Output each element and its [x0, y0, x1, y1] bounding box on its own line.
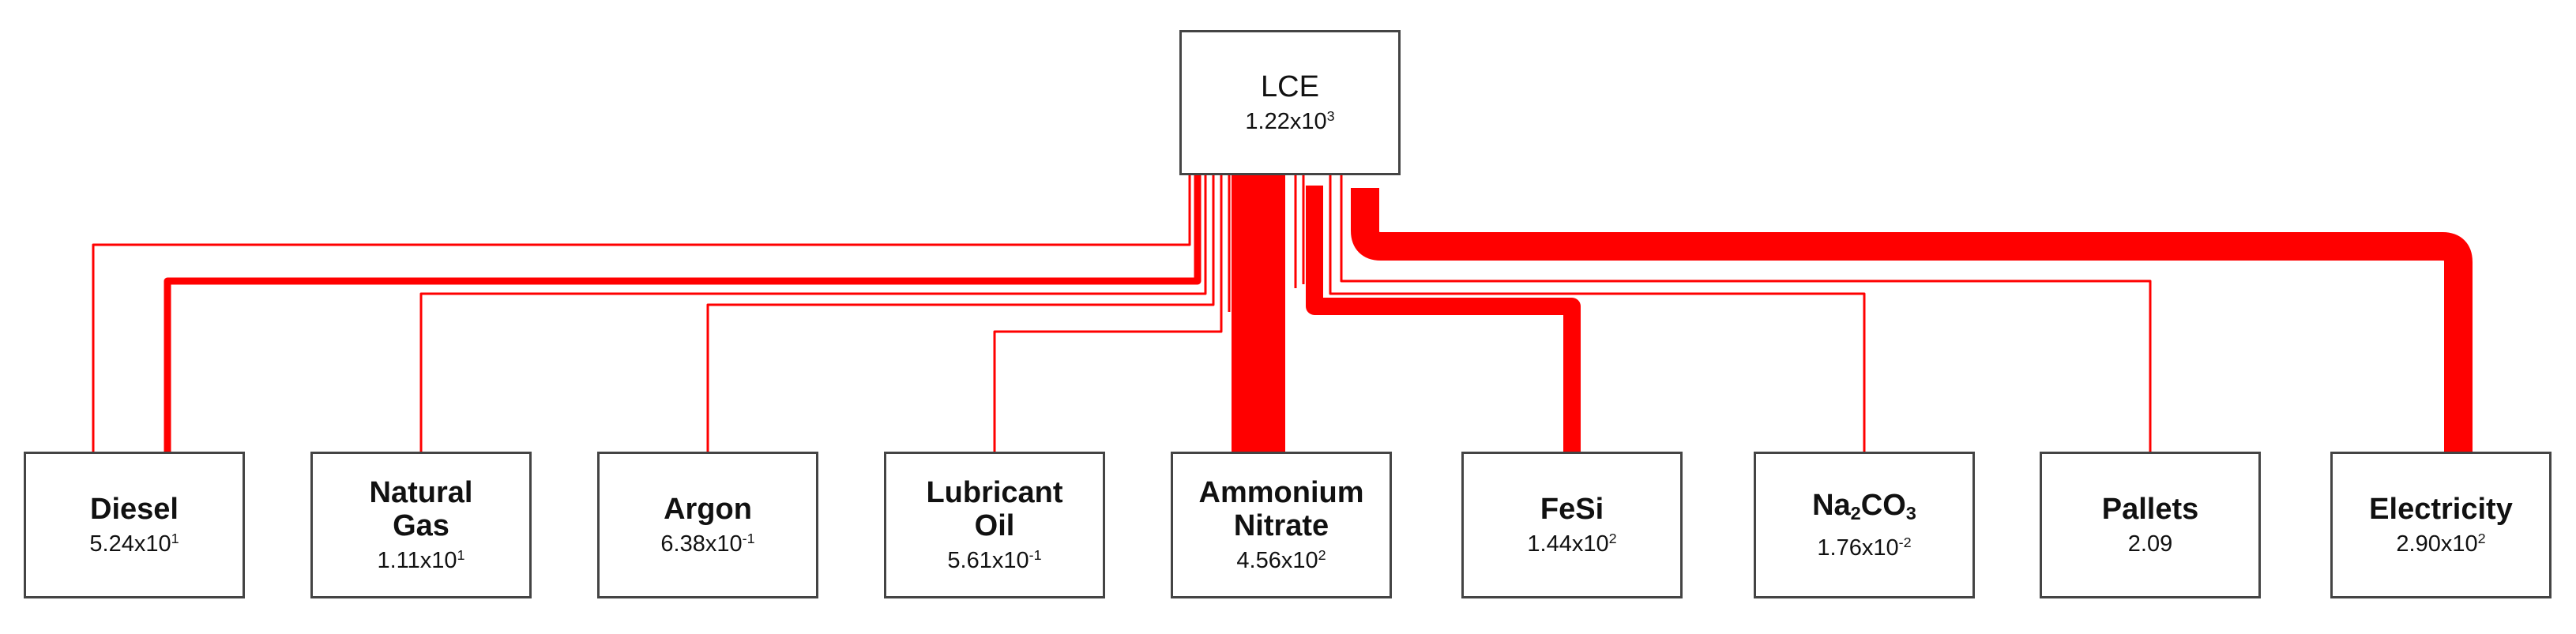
node-pallets-name: Pallets — [2101, 493, 2199, 526]
node-argon: Argon 6.38x10-1 — [597, 452, 818, 598]
flow-fesi — [1306, 186, 1581, 452]
node-fesi-name: FeSi — [1540, 493, 1604, 526]
flow-na2co3 — [1329, 175, 1866, 452]
flow-electricity — [1351, 188, 2473, 452]
node-lubricant-oil-value: 5.61x10-1 — [947, 547, 1042, 573]
flow-lubricant-oil — [993, 175, 1223, 452]
flow-diesel-a — [92, 175, 1191, 452]
node-ammonium-nitrate-value: 4.56x102 — [1236, 547, 1326, 573]
node-fesi: FeSi 1.44x102 — [1461, 452, 1683, 598]
flow-natural-gas — [419, 175, 1207, 452]
flow-diesel-b — [164, 175, 1202, 452]
flow-argon — [706, 175, 1215, 452]
node-electricity: Electricity 2.90x102 — [2330, 452, 2552, 598]
node-diesel-value: 5.24x101 — [89, 531, 179, 557]
node-lce-name: LCE — [1261, 70, 1319, 103]
node-argon-name: Argon — [664, 493, 752, 526]
node-diesel: Diesel 5.24x101 — [24, 452, 245, 598]
node-natural-gas-value: 1.11x101 — [377, 547, 465, 573]
node-electricity-name: Electricity — [2369, 493, 2513, 526]
node-na2co3-name: Na2CO3 — [1812, 489, 1916, 523]
node-na2co3: Na2CO3 1.76x10-2 — [1754, 452, 1975, 598]
node-electricity-value: 2.90x102 — [2396, 531, 2486, 557]
node-lce: LCE 1.22x103 — [1179, 30, 1401, 175]
node-pallets: Pallets 2.09 — [2040, 452, 2261, 598]
flow-pallets — [1340, 175, 2152, 452]
node-diesel-name: Diesel — [90, 493, 179, 526]
node-lce-value: 1.22x103 — [1245, 108, 1335, 134]
node-pallets-value: 2.09 — [2127, 531, 2173, 557]
node-argon-value: 6.38x10-1 — [660, 531, 755, 557]
node-fesi-value: 1.44x102 — [1527, 531, 1617, 557]
node-na2co3-value: 1.76x10-2 — [1817, 535, 1912, 561]
